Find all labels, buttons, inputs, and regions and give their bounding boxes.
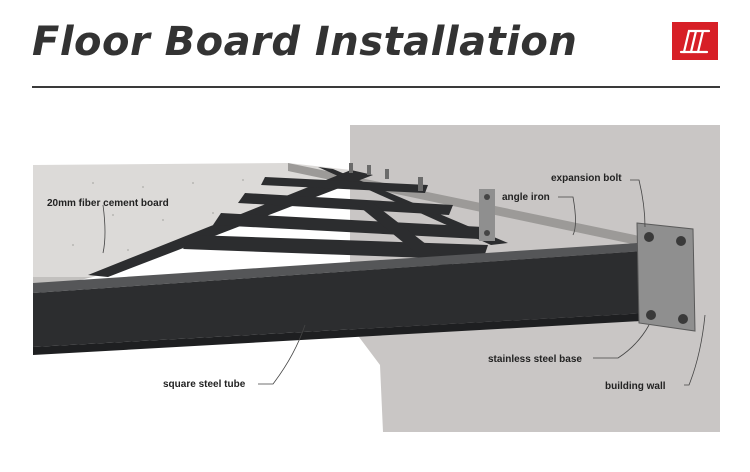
leader-square-tube (258, 324, 306, 385)
label-angle-iron: angle iron (502, 192, 550, 203)
wall-clips (349, 163, 423, 191)
stainless-steel-base (636, 222, 696, 332)
label-stainless-steel-base: stainless steel base (488, 354, 582, 365)
leader-stainless-base (593, 324, 650, 359)
leader-expansion-bolt (630, 179, 646, 228)
label-fiber-cement-board: 20mm fiber cement board (47, 198, 169, 209)
label-square-steel-tube: square steel tube (163, 379, 246, 390)
mid-base-plate (479, 189, 495, 241)
label-expansion-bolt: expansion bolt (551, 173, 622, 184)
leader-angle-iron (558, 196, 576, 236)
secondary-tubes (88, 167, 508, 277)
title-divider (32, 86, 720, 88)
label-building-wall: building wall (605, 381, 666, 392)
main-steel-beam (33, 243, 647, 355)
leader-building-wall (684, 314, 706, 386)
fiber-cement-board (33, 163, 351, 277)
installation-diagram: 20mm fiber cement board angle iron expan… (33, 125, 720, 432)
leader-board (102, 204, 106, 254)
brand-logo-icon (672, 22, 718, 60)
page-title: Floor Board Installation (32, 19, 578, 65)
